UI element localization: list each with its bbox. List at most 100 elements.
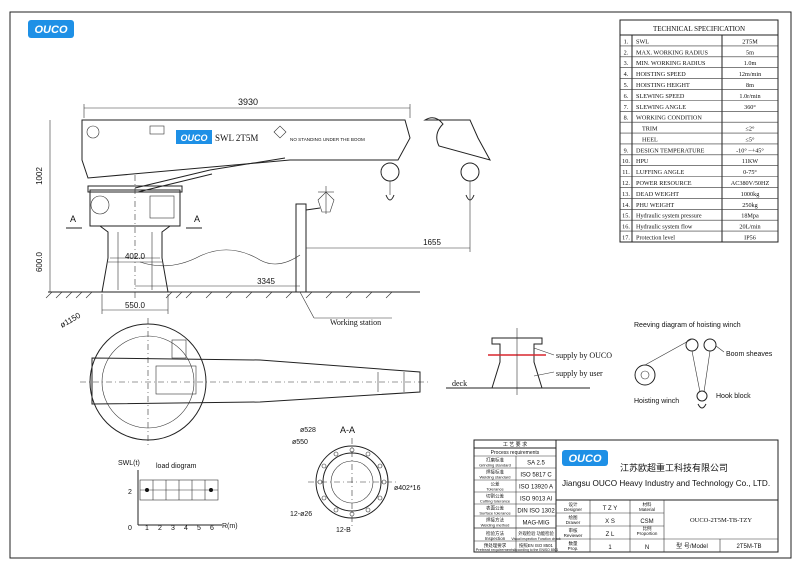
dim-base-width: 550.0 (125, 301, 146, 310)
section-d550: ø550 (292, 439, 308, 446)
drawer-val: X S (605, 519, 615, 525)
scale-val: 1 (608, 545, 612, 551)
spec-row-name: MIN. WORKING RADIUS (636, 60, 706, 67)
spec-row-value: 250kg (742, 202, 757, 209)
spec-row-name: POWER RESOURCE (636, 180, 692, 187)
designer-cn: 设计 (569, 501, 578, 508)
process-value: ISO 13920 A (519, 485, 553, 491)
process-label-en: Welding method (481, 523, 510, 528)
load-x-tick-5: 5 (197, 525, 201, 532)
spec-row-no: 1. (624, 38, 629, 45)
spec-row-no: 2. (624, 49, 629, 56)
title-block: 工 艺 要 求 Process requirements 打磨标准Grindin… (473, 439, 779, 553)
dim-radius-reach: 3345 (257, 277, 275, 286)
dim-outreach: 1655 (423, 238, 441, 247)
spec-row-value: AC380V/50HZ (731, 180, 770, 187)
spec-row-value: -10° ~+45° (736, 147, 764, 154)
designer-val: T Z Y (603, 506, 617, 512)
material-cn: 材料 (643, 501, 652, 508)
load-y-tick-0: 0 (128, 525, 132, 532)
spec-row-value: ≤5° (746, 136, 755, 143)
section-holes: 12-ø26 (290, 511, 312, 518)
spec-row-name: SWL (636, 38, 649, 45)
top-view-diameter: ø1150 (59, 311, 83, 330)
process-value: DIN ISO 1302 (517, 509, 555, 515)
crane-top-view: ø1150 (59, 311, 430, 448)
reviewer-en: Reviewer (564, 533, 583, 538)
working-station-label: Working station (330, 318, 381, 327)
spec-row-name: TRIM (642, 126, 658, 133)
process-label-en: Surface tolerance (479, 511, 511, 516)
reeving-diagram: Reeving diagram of hoisting winch Boom s… (634, 322, 773, 409)
dim-height: 1002 (35, 167, 44, 185)
spec-row-value: 12m/min (739, 71, 761, 78)
section-mark-right: A (194, 214, 200, 224)
load-x-tick-2: 2 (158, 525, 162, 532)
crane-side-view: OUCO SWL 2T5M NO STANDING UNDER THE BOOM… (35, 97, 492, 327)
bolt-holes (317, 447, 387, 517)
inspect-cn: 检验方法 (486, 530, 504, 537)
title-logo-text: OUCO (569, 453, 602, 465)
swl-label: SWL 2T5M (215, 133, 258, 143)
section-d402: ø402*16 (394, 485, 421, 492)
spec-row-no: 9. (624, 147, 629, 154)
spec-row-value: 1.0m (744, 60, 757, 67)
process-label-en: Tolerance (486, 487, 504, 492)
spec-row-value: 1.0r/min (739, 93, 760, 100)
spec-row-no: 6. (624, 93, 629, 100)
spec-row-no: 12. (622, 180, 630, 187)
reviewer-cn: 审核 (569, 527, 578, 534)
section-aa-title: A-A (340, 425, 355, 435)
load-x-tick-4: 4 (184, 525, 188, 532)
material-en: Material (639, 507, 655, 512)
load-x-tick-6: 6 (210, 525, 214, 532)
spec-row-no: 11. (622, 169, 630, 176)
load-x-tick-3: 3 (171, 525, 175, 532)
hook-block-label: Hook block (716, 393, 751, 400)
warning-label: NO STANDING UNDER THE BOOM (290, 137, 365, 142)
process-label-cn: 公差 (491, 481, 500, 487)
section-bolts: 12-B (336, 527, 351, 534)
logo-text: OUCO (35, 24, 68, 36)
process-value: ISO 9013 Al (520, 497, 552, 503)
spec-row-name: Protection level (636, 235, 675, 242)
company-en: Jiangsu OUCO Heavy Industry and Technolo… (562, 479, 770, 488)
spec-row-name: SLEWING ANGLE (636, 104, 686, 111)
process-cn: 工 艺 要 求 (503, 441, 527, 448)
process-label-en: Welding standard (479, 475, 510, 480)
model-val: 2T5M-TB (736, 544, 761, 550)
spec-row-name: HOISTING SPEED (636, 71, 686, 78)
spec-row-value: 11KW (742, 158, 758, 165)
sheet-border (9, 11, 792, 559)
spec-row-no: 17. (622, 235, 630, 242)
proportion-en: Proportion (637, 531, 658, 536)
model-label: 型 号/Model (676, 542, 708, 550)
spec-row-no: 3. (624, 60, 629, 67)
spec-row-no: 15. (622, 213, 630, 220)
supply-by-ouco: supply by OUCO (556, 351, 612, 360)
spec-row-name: DEAD WEIGHT (636, 191, 679, 198)
process-label-en: Grinding standard (479, 463, 511, 468)
spec-row-name: LUFFING ANGLE (636, 169, 685, 176)
spec-row-value: 18Mpa (741, 213, 759, 220)
drawing-no: OUCO-2T5M-TB-TZY (690, 517, 752, 524)
spec-row-value: 20L/min (739, 224, 760, 231)
drawer-en: Drawer (566, 520, 581, 525)
spec-row-no: 13. (622, 191, 630, 198)
spec-row-name: Hydraulic system pressure (636, 213, 702, 220)
process-label-cn: 打磨标准 (486, 457, 504, 464)
dim-overall: 3930 (238, 97, 258, 107)
spec-row-name: HOISTING HEIGHT (636, 82, 690, 89)
spec-row-no: 5. (624, 82, 629, 89)
process-en: Process requirements (491, 450, 540, 456)
process-value: ISO 5817 C (520, 473, 552, 479)
load-y-axis: SWL(t) (118, 460, 140, 467)
process-label-en: Cutting tolerance (480, 499, 511, 504)
boom (81, 119, 411, 179)
proportion-val: N (645, 545, 649, 551)
drawer-cn: 绘图 (569, 514, 578, 521)
boom-sheaves-label: Boom sheaves (726, 351, 773, 358)
